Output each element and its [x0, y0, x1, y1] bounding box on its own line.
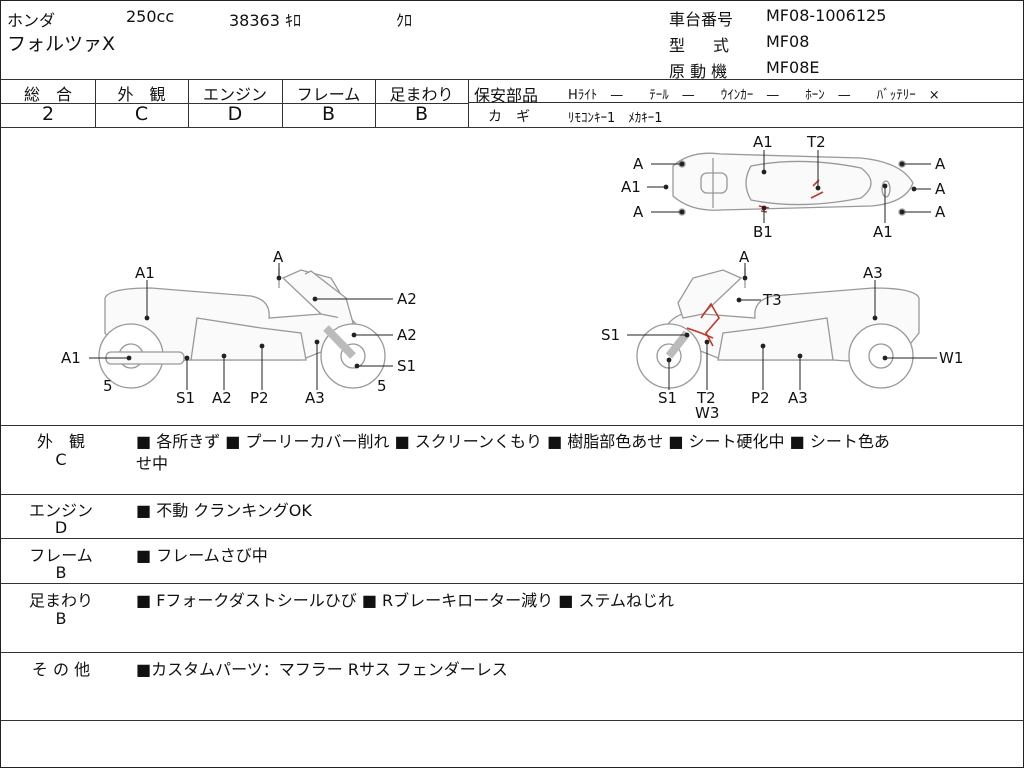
frame-number-label: 車台番号 [669, 10, 734, 29]
diagram-label: A [935, 203, 946, 221]
top-view-scooter [672, 152, 914, 216]
right-view-leaders [627, 263, 937, 390]
diagram-label: A2 [397, 326, 417, 344]
left-view-leaders [89, 263, 393, 390]
engine-model-label: 原 動 機 [669, 62, 728, 81]
divider [188, 79, 189, 127]
right-view-labels: A A3 T3 S1 W1 S1 T2 W3 P2 A3 [601, 248, 963, 422]
diagram-label: 5 [103, 377, 113, 395]
remark-title-engine: エンジン [28, 501, 93, 520]
grade-label-engine: エンジン [202, 85, 267, 104]
diagram-label: B1 [753, 223, 773, 241]
diagram-label: S1 [601, 326, 620, 344]
model-type-label: 型 式 [669, 36, 736, 55]
color: ｸﾛ [396, 11, 413, 30]
grade-label-suspension: 足まわり [389, 85, 454, 104]
diagram-label: T2 [806, 133, 826, 151]
diagram-label: A3 [863, 264, 883, 282]
remark-grade-suspension: B [55, 609, 67, 628]
diagram-label: A [273, 248, 284, 266]
divider [1, 583, 1023, 584]
safety-parts-items: Hﾗｲﾄ — ﾃｰﾙ — ｳｲﾝｶｰ — ﾎｰﾝ — ﾊﾞｯﾃﾘｰ × [568, 88, 940, 103]
key-value: ﾘﾓｺﾝｷｰ1 ﾒｶｷｰ1 [568, 111, 663, 126]
remark-grade-frame: B [55, 563, 67, 582]
divider [1, 494, 1023, 495]
diagram-label: A3 [788, 389, 808, 407]
diagram-label: A [935, 180, 946, 198]
divider [1, 720, 1023, 721]
remark-grade-exterior: C [55, 450, 67, 469]
key-label: カ ギ [488, 109, 530, 125]
top-view-labels: A A1 A A1 T2 B1 A1 A A A [621, 133, 946, 241]
diagram-label: A1 [753, 133, 773, 151]
diagram-label: A [739, 248, 750, 266]
damage-diagram: A A1 A A1 T2 B1 A1 A A A [61, 133, 963, 422]
right-view-scooter [636, 268, 920, 389]
diagram-label: P2 [751, 389, 770, 407]
grade-value-engine: D [227, 103, 243, 125]
divider [282, 79, 283, 127]
diagram-label: A2 [397, 290, 417, 308]
diagram-label: S1 [176, 389, 195, 407]
left-view-labels: A A1 A2 A2 A1 S1 5 S1 A2 P2 A3 5 [61, 248, 417, 407]
remark-text-other: ■カスタムパーツ：マフラー Rサス フェンダーレス [136, 660, 508, 679]
remark-text-frame: ■ フレームさび中 [136, 546, 268, 565]
diagram-label: A3 [305, 389, 325, 407]
diagram-label: W3 [695, 404, 719, 422]
mileage: 38363 ｷﾛ [229, 11, 301, 30]
divider [1, 538, 1023, 539]
divider [95, 79, 96, 127]
maker: ホンダ [7, 11, 56, 30]
grade-label-overall: 総 合 [23, 85, 72, 104]
diagram-label: A [935, 155, 946, 173]
diagram-label: S1 [397, 357, 416, 375]
divider [1, 79, 1023, 80]
top-view-leaders [647, 150, 931, 223]
diagram-label: W1 [939, 349, 963, 367]
model-name: フォルツァX [7, 33, 116, 55]
divider [1, 127, 1023, 128]
remark-text-engine: ■ 不動 クランキングOK [136, 501, 312, 520]
grade-label-exterior: 外 観 [117, 85, 166, 104]
left-view-scooter [98, 268, 386, 389]
diagram-label: P2 [250, 389, 269, 407]
divider [468, 79, 469, 127]
remark-text-suspension: ■ Fフォークダストシールひび ■ Rブレーキローター減り ■ ステムねじれ [136, 591, 674, 610]
diagram-label: 5 [377, 377, 387, 395]
grade-label-frame: フレーム [296, 85, 361, 104]
diagram-label: A1 [135, 264, 155, 282]
remark-text-exterior: せ中 [136, 454, 169, 473]
diagram-label: A1 [873, 223, 893, 241]
engine-cc: 250cc [126, 7, 175, 26]
remark-title-exterior: 外 観 [36, 432, 85, 451]
diagram-label: A1 [61, 349, 81, 367]
diagram-label: T3 [762, 291, 782, 309]
divider [1, 103, 469, 104]
diagram-label: T2 [696, 389, 716, 407]
diagram-label: A2 [212, 389, 232, 407]
safety-parts-label: 保安部品 [474, 86, 539, 105]
diagram-label: S1 [658, 389, 677, 407]
diagram-label: A [633, 203, 644, 221]
grade-value-suspension: B [414, 103, 429, 125]
remark-title-other: そ の 他 [31, 660, 91, 679]
remark-title-frame: フレーム [29, 546, 93, 565]
remark-text-exterior: ■ 各所きず ■ プーリーカバー削れ ■ スクリーンくもり ■ 樹脂部色あせ ■… [136, 432, 890, 451]
divider [1, 652, 1023, 653]
divider [469, 102, 1023, 103]
divider [1, 425, 1023, 426]
frame-number: MF08-1006125 [766, 6, 887, 25]
engine-model: MF08E [766, 58, 820, 77]
grade-value-frame: B [321, 103, 336, 125]
grade-value-exterior: C [134, 103, 149, 125]
model-type: MF08 [766, 32, 810, 51]
grade-value-overall: 2 [41, 103, 55, 125]
diagram-label: A1 [621, 178, 641, 196]
diagram-label: A [633, 155, 644, 173]
remark-title-suspension: 足まわり [28, 591, 93, 610]
divider [375, 79, 376, 127]
remark-grade-engine: D [54, 518, 68, 537]
